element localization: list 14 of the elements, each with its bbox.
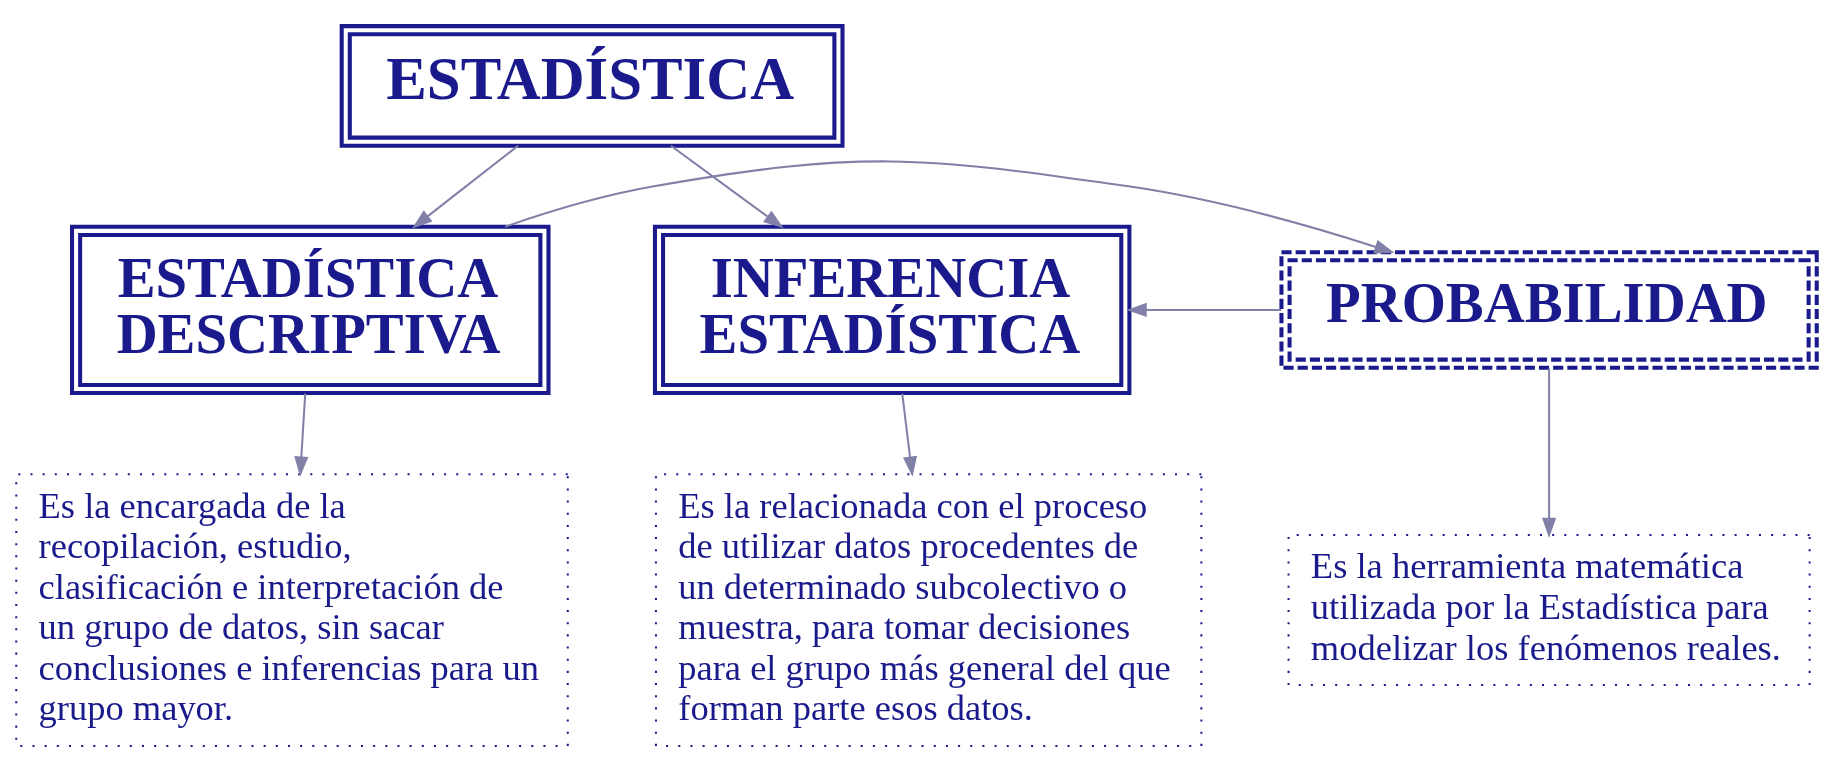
arrow [294, 393, 309, 477]
node-box: PROBABILIDAD [1279, 249, 1819, 370]
node-box: INFERENCIA ESTADÍSTICA [652, 224, 1132, 395]
arrow [901, 393, 918, 477]
node-box: Es la herramienta matemática utilizada por la Estadística para modelizar los fenómenos reales. [1287, 533, 1811, 686]
node-box: ESTADÍSTICA [339, 23, 845, 148]
node-box: Es la encargada de la recopilación, estudio, clasificación e interpretación de un grupo de datos, sin sacar conclusiones e inferencias para un grupo mayor. [15, 472, 569, 747]
node-box: ESTADÍSTICA DESCRIPTIVA [70, 224, 551, 395]
arrow [670, 144, 784, 228]
arrow [1542, 367, 1557, 538]
node-box: Es la relacionada con el proceso de utilizar datos procedentes de un determinado subcolectivo o muestra, para tomar decisiones para el grupo más general del que forman parte esos datos. [654, 472, 1203, 747]
arrow [412, 144, 519, 228]
arrow [1126, 302, 1282, 317]
arrow [504, 159, 1395, 253]
